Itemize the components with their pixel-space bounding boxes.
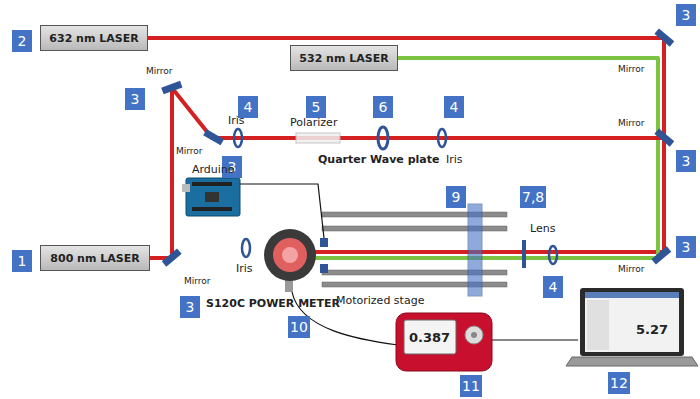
callout-number: 3 <box>676 4 696 26</box>
mirror-label: Mirror <box>618 264 645 274</box>
mirror-label: Mirror <box>146 66 173 76</box>
part-label: S120C POWER METER <box>206 297 340 310</box>
callout-number: 10 <box>288 316 310 338</box>
callout-number: 4 <box>444 96 464 118</box>
callout-number: 5 <box>306 96 326 118</box>
callout-number: 3 <box>676 150 696 172</box>
laser-label: 532 nm LASER <box>299 52 388 65</box>
part-label: Arduino <box>192 163 235 176</box>
mirror <box>161 29 674 267</box>
laser-box: 632 nm LASER <box>40 25 148 51</box>
callout-number: 6 <box>373 96 393 118</box>
callout-number: 7,8 <box>520 186 546 208</box>
polarizer <box>296 133 340 143</box>
display-reading: 5.27 <box>636 322 668 337</box>
laser-label: 800 nm LASER <box>50 252 139 265</box>
callout-number: 11 <box>460 375 482 397</box>
callout-number: 3 <box>180 296 200 318</box>
power-meter-console <box>396 313 492 371</box>
callout-number: 3 <box>676 236 696 258</box>
part-label: Iris <box>446 153 463 166</box>
callout-number: 12 <box>608 372 630 394</box>
callout-number: 4 <box>543 276 563 298</box>
part-label: Polarizer <box>290 116 337 129</box>
laser-beam <box>137 38 664 258</box>
part-label: Iris <box>236 262 253 275</box>
power-meter-head <box>264 229 328 292</box>
part-label: Motorized stage <box>336 294 424 307</box>
arduino-board <box>182 178 240 216</box>
lens <box>522 240 526 268</box>
mirror-label: Mirror <box>618 64 645 74</box>
laser-label: 632 nm LASER <box>49 32 138 45</box>
laser-box: 532 nm LASER <box>290 45 398 71</box>
callout-number: 3 <box>125 88 145 110</box>
callout-number: 9 <box>446 186 466 208</box>
laptop <box>566 288 698 366</box>
part-label: Quarter Wave plate <box>318 153 439 166</box>
callout-number: 2 <box>12 30 32 52</box>
stage-plate <box>468 204 482 296</box>
display-reading: 0.387 <box>409 330 450 345</box>
callout-number: 1 <box>12 250 32 272</box>
mirror-label: Mirror <box>184 276 211 286</box>
laser-box: 800 nm LASER <box>40 245 150 271</box>
part-label: Lens <box>530 222 555 235</box>
mirror-label: Mirror <box>176 146 203 156</box>
part-label: Iris <box>228 114 245 127</box>
wave-plate <box>378 127 388 149</box>
mirror-label: Mirror <box>618 118 645 128</box>
